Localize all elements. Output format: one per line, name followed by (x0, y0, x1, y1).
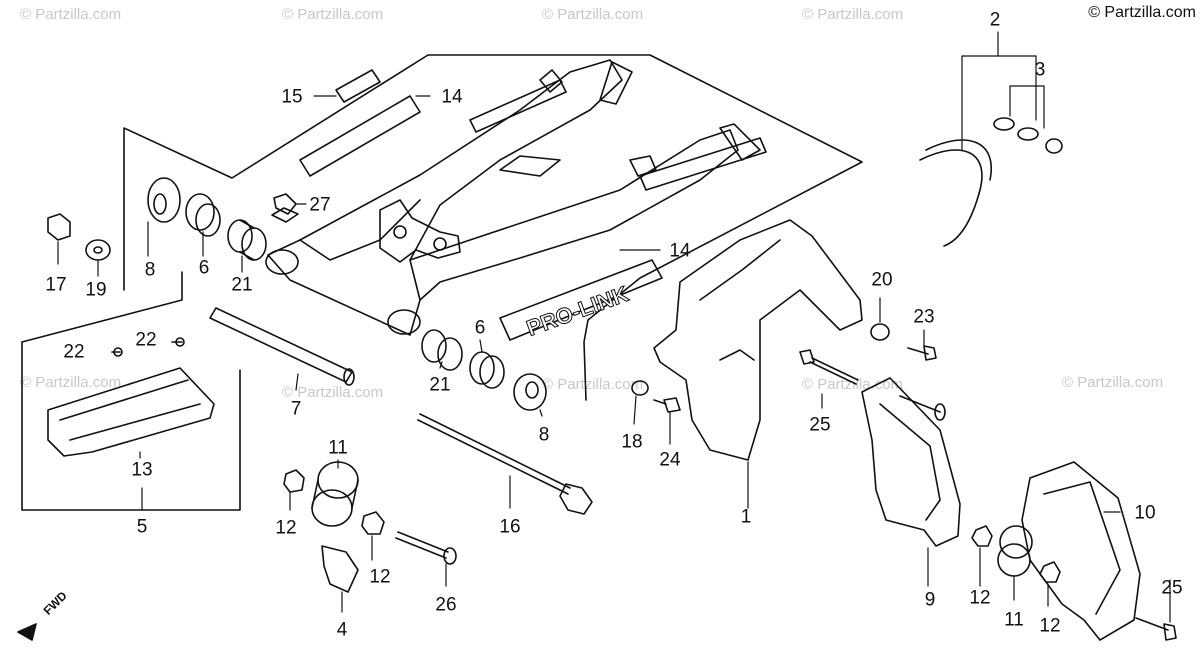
callout-14: 14 (441, 86, 463, 108)
watermark: © Partzilla.com (282, 6, 384, 23)
master-link (994, 118, 1062, 153)
callout-16: 16 (499, 516, 521, 538)
bolt (800, 350, 858, 384)
callout-8: 8 (144, 259, 156, 281)
bolt (396, 532, 456, 564)
callout-3: 3 (1034, 59, 1046, 81)
fwd-label: FWD (41, 588, 70, 617)
dust-seal (148, 178, 180, 222)
callout-21: 21 (429, 374, 451, 396)
washer (871, 324, 889, 340)
bolt (1136, 618, 1176, 640)
swing-arm (266, 60, 766, 335)
callout-18: 18 (621, 431, 643, 453)
screw (112, 338, 184, 356)
copyright-notice: © Partzilla.com (1088, 4, 1196, 21)
watermark: © Partzilla.com (802, 376, 904, 393)
needle-bearing (422, 330, 462, 370)
callout-1: 1 (740, 506, 752, 528)
rubber-bushing (998, 526, 1032, 576)
callout-11: 11 (1004, 609, 1024, 631)
callout-6: 6 (474, 317, 486, 339)
callout-11: 11 (328, 437, 348, 459)
drive-chain (920, 140, 991, 246)
leader-lines (57, 31, 1171, 623)
watermark: © Partzilla.com (20, 6, 122, 23)
callout-14: 14 (669, 240, 691, 262)
callout-12: 12 (1039, 615, 1061, 637)
callout-15: 15 (281, 86, 303, 108)
callout-22: 22 (63, 341, 85, 363)
pro-link-decal-text: PRO-LINK (523, 281, 632, 341)
callout-22: 22 (135, 329, 157, 351)
callout-24: 24 (659, 449, 681, 471)
callout-25: 25 (809, 414, 831, 436)
dust-seal (514, 374, 546, 410)
callout-27: 27 (309, 194, 331, 216)
pivot-shaft (210, 308, 354, 385)
watermark: © Partzilla.com (1062, 374, 1164, 391)
watermark: © Partzilla.com (282, 384, 384, 401)
callout-5: 5 (136, 516, 148, 538)
callout-2: 2 (989, 9, 1001, 31)
callout-6: 6 (198, 257, 210, 279)
pro-link-decal (500, 260, 662, 340)
bolt (908, 346, 936, 360)
swing-arm-decal-strip (300, 96, 420, 176)
callout-8: 8 (538, 424, 550, 446)
callout-20: 20 (871, 269, 893, 291)
watermark: © Partzilla.com (802, 6, 904, 23)
callout-12: 12 (969, 587, 991, 609)
bracket (322, 546, 358, 592)
callout-17: 17 (45, 274, 67, 296)
swing-arm-decal-small (336, 70, 380, 102)
callout-4: 4 (336, 619, 348, 641)
needle-bearing (228, 220, 266, 260)
rubber-bushing (312, 462, 358, 526)
bolt (654, 398, 680, 412)
drive-chain-slider (48, 368, 214, 456)
flange-nut (48, 214, 70, 240)
watermark: © Partzilla.com (20, 374, 122, 391)
callout-10: 10 (1134, 502, 1156, 524)
callout-9: 9 (924, 589, 936, 611)
grease-nipple (274, 194, 296, 214)
callout-26: 26 (435, 594, 457, 616)
callout-23: 23 (913, 306, 935, 328)
collar-small (284, 470, 384, 534)
callout-7: 7 (290, 398, 302, 420)
callout-25: 25 (1161, 577, 1183, 599)
collar-small (972, 526, 1060, 582)
chain-case-bracket (862, 378, 960, 546)
callout-12: 12 (369, 566, 391, 588)
watermark: © Partzilla.com (542, 376, 644, 393)
callout-19: 19 (85, 279, 107, 301)
collar (470, 352, 504, 388)
pivot-bolt (418, 414, 592, 514)
washer (86, 240, 110, 260)
callout-13: 13 (131, 459, 153, 481)
stopper-plate (1022, 462, 1140, 640)
assembly-boundary (21, 54, 863, 511)
callout-21: 21 (231, 274, 253, 296)
callout-12: 12 (275, 517, 297, 539)
chain-case (654, 220, 862, 460)
collar-small (632, 381, 648, 395)
fwd-arrow-icon (18, 624, 36, 640)
collar (186, 194, 220, 236)
watermark: © Partzilla.com (542, 6, 644, 23)
